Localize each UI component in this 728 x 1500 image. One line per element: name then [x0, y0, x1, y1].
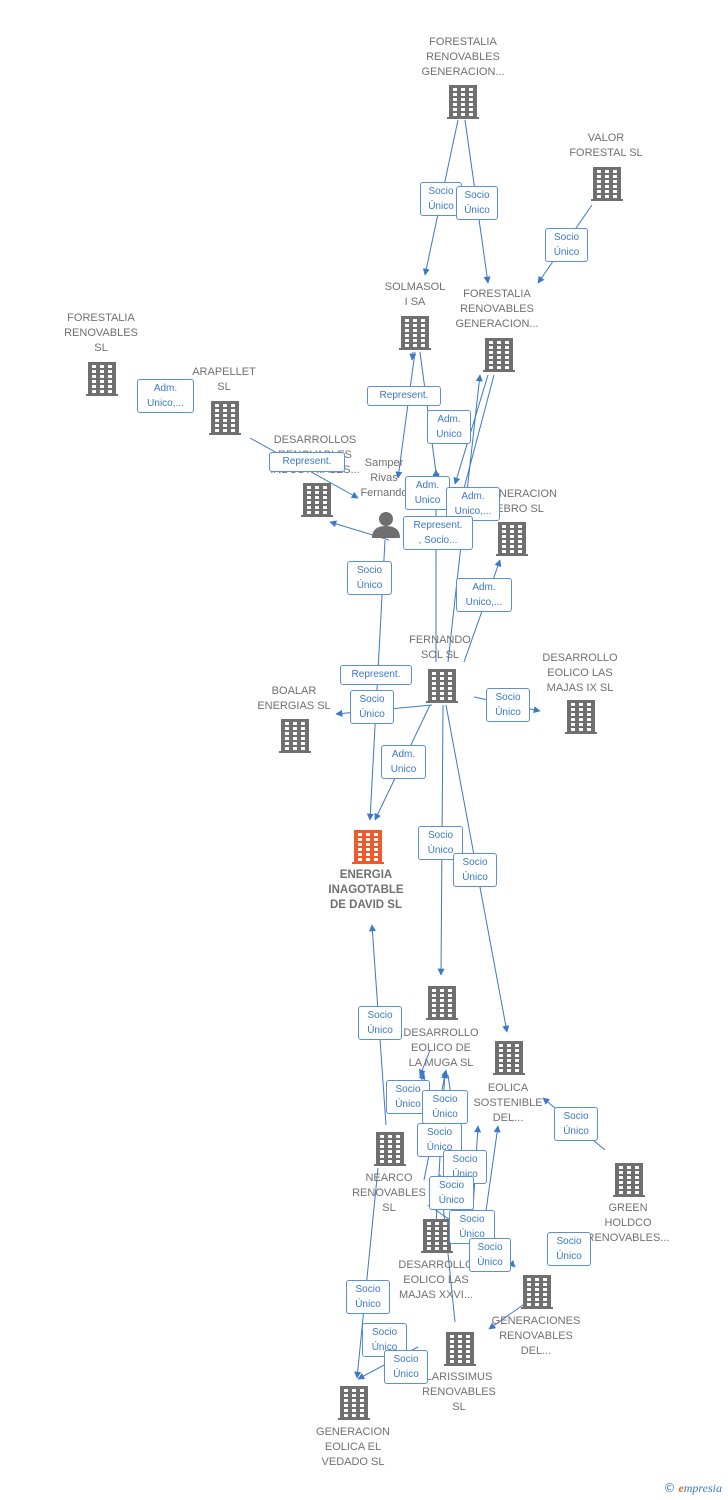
company-icon[interactable] — [209, 401, 241, 435]
node-label-solmasol[interactable]: SOLMASOL I SA — [384, 281, 446, 308]
footer-credit: © empresia — [663, 1481, 722, 1496]
company-icon[interactable] — [86, 362, 118, 396]
relation-label[interactable]: Socio Único — [486, 688, 530, 722]
relation-label[interactable]: Adm. Unico — [381, 745, 426, 779]
node-label-forestalia-gen-mid[interactable]: FORESTALIA RENOVABLES GENERACION... — [455, 288, 539, 330]
relation-label[interactable]: Socio Único — [547, 1232, 591, 1266]
relation-label[interactable]: Represent. — [367, 386, 441, 406]
relation-edge — [418, 1049, 431, 1077]
company-icon[interactable] — [338, 1386, 370, 1420]
brand-name: mpresia — [683, 1481, 722, 1495]
relation-edge — [409, 351, 417, 361]
company-icon[interactable] — [426, 669, 458, 703]
relation-label[interactable]: Socio Único — [456, 186, 498, 220]
relation-label[interactable]: Socio Único — [469, 1238, 511, 1272]
relation-label[interactable]: Socio Único — [384, 1350, 428, 1384]
company-icon[interactable] — [374, 1132, 406, 1166]
company-icon[interactable] — [421, 1219, 453, 1253]
company-icon[interactable] — [591, 167, 623, 201]
node-label-larissimus[interactable]: LARISSIMUS RENOVABLES SL — [422, 1371, 496, 1413]
relation-label[interactable]: Represent. — [269, 452, 345, 472]
company-icon[interactable] — [301, 483, 333, 517]
relation-label[interactable]: Adm. Unico,... — [137, 379, 194, 413]
company-icon[interactable] — [426, 986, 458, 1020]
company-icon[interactable] — [493, 1041, 525, 1075]
node-label-generacion-vedado[interactable]: GENERACION EOLICA EL VEDADO SL — [316, 1426, 390, 1468]
node-label-green-holdco[interactable]: GREEN HOLDCO RENOVABLES... — [586, 1202, 670, 1244]
relation-label[interactable]: Socio Único — [429, 1176, 474, 1210]
company-icon[interactable] — [279, 719, 311, 753]
person-icon[interactable] — [372, 512, 400, 538]
relation-label[interactable]: Socio Único — [347, 561, 392, 595]
relation-label[interactable]: Socio Único — [422, 1090, 468, 1124]
relation-edge — [460, 374, 495, 497]
relation-label[interactable]: Socio Único — [358, 1006, 402, 1040]
relation-label[interactable]: Socio Único — [545, 228, 588, 262]
node-label-eolica-sostenible[interactable]: EOLICA SOSTENIBLE DEL... — [473, 1082, 543, 1124]
relation-label[interactable]: Adm. Unico — [405, 476, 450, 510]
node-label-arapellet[interactable]: ARAPELLET SL — [192, 366, 256, 393]
copyright-symbol: © — [663, 1481, 676, 1495]
company-icon[interactable] — [399, 316, 431, 350]
node-label-generacion-ebro[interactable]: GENERACION EBRO SL — [483, 488, 557, 515]
relation-label[interactable]: Adm. Unico — [427, 410, 471, 444]
company-icon[interactable] — [565, 700, 597, 734]
relation-edge — [453, 374, 489, 485]
node-label-energia-inagotable[interactable]: ENERGIA INAGOTABLE DE DAVID SL — [328, 869, 404, 911]
company-icon[interactable] — [483, 338, 515, 372]
relation-edge — [395, 351, 416, 479]
node-label-forestalia-sl[interactable]: FORESTALIA RENOVABLES SL — [64, 312, 138, 354]
relation-label[interactable]: Socio Único — [453, 853, 497, 887]
relation-label[interactable]: Socio Único — [346, 1280, 390, 1314]
node-label-samper[interactable]: Samper Rivas Fernando — [360, 457, 408, 499]
relation-label[interactable]: Represent. — [340, 665, 412, 685]
relation-edge — [483, 1125, 501, 1226]
relation-label[interactable]: Adm. Unico,... — [456, 578, 512, 612]
relation-label[interactable]: Socio Único — [350, 690, 394, 724]
relation-edge — [354, 1167, 379, 1379]
relation-label[interactable]: Adm. Unico,... — [446, 487, 500, 521]
relation-label[interactable]: Socio Único — [420, 182, 462, 216]
company-icon[interactable] — [521, 1275, 553, 1309]
node-label-desarrollo-majas-ix[interactable]: DESARROLLO EOLICO LAS MAJAS IX SL — [542, 652, 618, 694]
company-icon[interactable] — [447, 85, 479, 119]
node-label-forestalia-gen-top[interactable]: FORESTALIA RENOVABLES GENERACION... — [421, 36, 505, 78]
node-label-generaciones-renovables[interactable]: GENERACIONES RENOVABLES DEL... — [491, 1315, 581, 1357]
company-icon[interactable] — [444, 1332, 476, 1366]
node-label-boalar[interactable]: BOALAR ENERGIAS SL — [257, 685, 331, 712]
brand-initial: e — [678, 1481, 684, 1495]
company-icon[interactable] — [613, 1163, 645, 1197]
node-label-desarrollo-majas-xxvi[interactable]: DESARROLLO EOLICO LAS MAJAS XXVI... — [398, 1259, 474, 1301]
company-icon[interactable] — [496, 522, 528, 556]
node-label-nearco[interactable]: NEARCO RENOVABLES SL — [352, 1172, 426, 1214]
node-label-desarrollo-muga[interactable]: DESARROLLO EOLICO DE LA MUGA SL — [403, 1027, 479, 1069]
node-label-valor-forestal[interactable]: VALOR FORESTAL SL — [569, 132, 643, 159]
node-label-fernando-sol[interactable]: FERNANDO SOL SL — [409, 634, 471, 661]
focus-company-icon[interactable] — [352, 830, 384, 864]
relation-label[interactable]: Socio Único — [554, 1107, 598, 1141]
relation-label[interactable]: Represent. , Socio... — [403, 516, 473, 550]
